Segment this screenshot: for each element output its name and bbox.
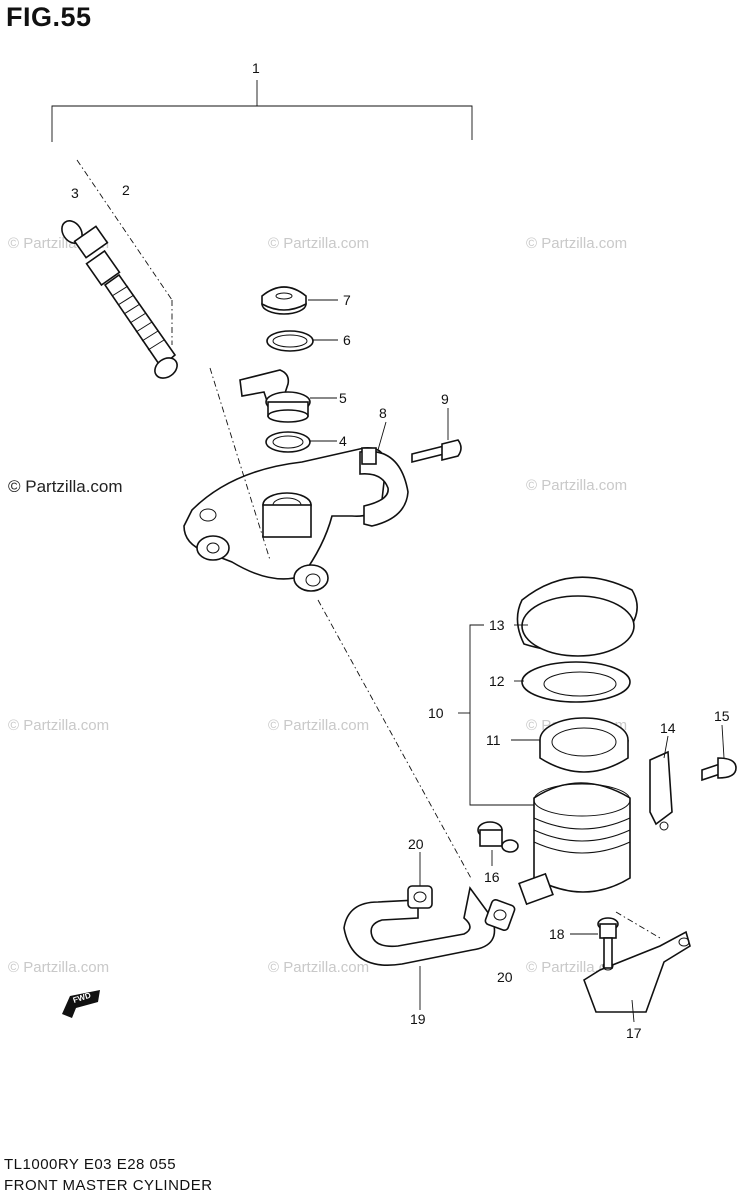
part-12-plate [514, 661, 631, 703]
callout-16: 16 [484, 869, 500, 885]
callout-9: 9 [441, 391, 449, 407]
part-14-bracket [649, 735, 673, 831]
part-15-screw [701, 724, 737, 782]
watermark-text: © Partzilla.com [268, 959, 369, 976]
part-10-reservoir [458, 624, 631, 906]
callout-6: 6 [343, 332, 351, 348]
model-code: TL1000RY E03 E28 055 [4, 1156, 177, 1173]
callout-4: 4 [339, 433, 347, 449]
callout-17: 17 [626, 1025, 642, 1041]
callout-15: 15 [714, 708, 730, 724]
callout-14: 14 [660, 720, 676, 736]
callout-10: 10 [428, 705, 444, 721]
watermark-text: © Partzilla.com [268, 235, 369, 252]
callout-18: 18 [549, 926, 565, 942]
part-20-hose-clamp [484, 899, 516, 931]
callout-3: 3 [71, 185, 79, 201]
figure-caption: FRONT MASTER CYLINDER [4, 1177, 213, 1194]
watermark-text: © Partzilla.com [526, 235, 627, 252]
watermark-text: © Partzilla.com [8, 717, 109, 734]
watermark-text: © Partzilla.com [8, 959, 109, 976]
watermark-text: © Partzilla.com [526, 477, 627, 494]
part-13-reservoir-cap [514, 576, 638, 657]
piston-spring-assembly [61, 159, 178, 379]
callout-13: 13 [489, 617, 505, 633]
part-18-bolt [570, 917, 619, 969]
callout-20: 20 [408, 836, 424, 852]
part-5-connector [239, 369, 337, 423]
watermark-text: © Partzilla.com [268, 717, 369, 734]
part-6-circlip [266, 330, 338, 352]
figure-footer: TL1000RY E03 E28 055 FRONT MASTER CYLIND… [4, 1154, 213, 1196]
assembly-bracket-1 [51, 80, 473, 142]
part-11-diaphragm [511, 717, 629, 773]
callout-8: 8 [379, 405, 387, 421]
part-7-cap [261, 286, 338, 315]
part-19-hose [343, 886, 496, 1010]
part-8-clamp [359, 421, 409, 527]
callout-20: 20 [497, 969, 513, 985]
figure-title: FIG.55 [6, 2, 92, 32]
watermark-main: © Partzilla.com [8, 477, 123, 496]
callout-11: 11 [486, 732, 501, 748]
callout-5: 5 [339, 390, 347, 406]
fwd-direction-icon: FWD [62, 990, 100, 1018]
part-9-bolt [411, 408, 462, 464]
part-4-o-ring [265, 431, 337, 453]
callout-1: 1 [252, 60, 260, 76]
part-16-fitting [477, 821, 519, 866]
callout-12: 12 [489, 673, 505, 689]
callout-7: 7 [343, 292, 351, 308]
part-20-hose-clamp [407, 852, 433, 909]
master-cylinder-body [183, 367, 473, 881]
callout-19: 19 [410, 1011, 426, 1027]
callout-labels: 1 2 3 4 5 6 7 8 9 10 11 12 13 14 15 16 1… [71, 60, 730, 1041]
callout-2: 2 [122, 182, 130, 198]
